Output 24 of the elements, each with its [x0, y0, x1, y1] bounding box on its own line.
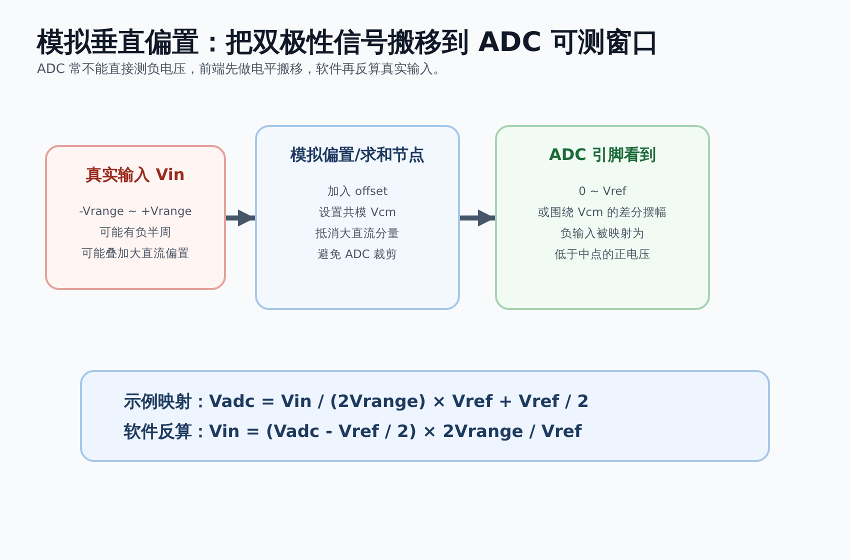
- box-heading: 真实输入 Vin: [86, 165, 185, 186]
- box-text: 避免 ADC 裁剪: [317, 246, 398, 263]
- box-text: 负输入被映射为: [560, 225, 644, 242]
- formula-panel: [80, 370, 770, 462]
- box-heading: 模拟偏置/求和节点: [290, 145, 424, 166]
- box-text: 低于中点的正电压: [554, 246, 650, 263]
- box-text: 设置共模 Vcm: [318, 204, 396, 221]
- formula-line: 示例映射：Vadc = Vin / (2Vrange) × Vref + Vref / 2: [124, 391, 590, 413]
- box-heading: ADC 引脚看到: [549, 145, 656, 166]
- process-box: [255, 125, 460, 310]
- box-text: 或围绕 Vcm 的差分摆幅: [538, 204, 667, 221]
- box-text: -Vrange ~ +Vrange: [79, 203, 192, 220]
- title: 模拟垂直偏置：把双极性信号搬移到 ADC 可测窗口: [37, 26, 659, 60]
- box-text: 可能叠加大直流偏置: [82, 245, 190, 262]
- arrow: [460, 210, 495, 226]
- subtitle: ADC 常不能直接测负电压，前端先做电平搬移，软件再反算真实输入。: [37, 61, 446, 78]
- box-text: 可能有负半周: [100, 224, 172, 241]
- box-text: 0 ~ Vref: [578, 183, 626, 200]
- formula-line: 软件反算：Vin = (Vadc - Vref / 2) × 2Vrange / Vref: [124, 421, 582, 443]
- arrow: [226, 210, 255, 226]
- process-box: [45, 145, 226, 290]
- box-text: 抵消大直流分量: [316, 225, 400, 242]
- process-box: [495, 125, 710, 310]
- box-text: 加入 offset: [327, 183, 388, 200]
